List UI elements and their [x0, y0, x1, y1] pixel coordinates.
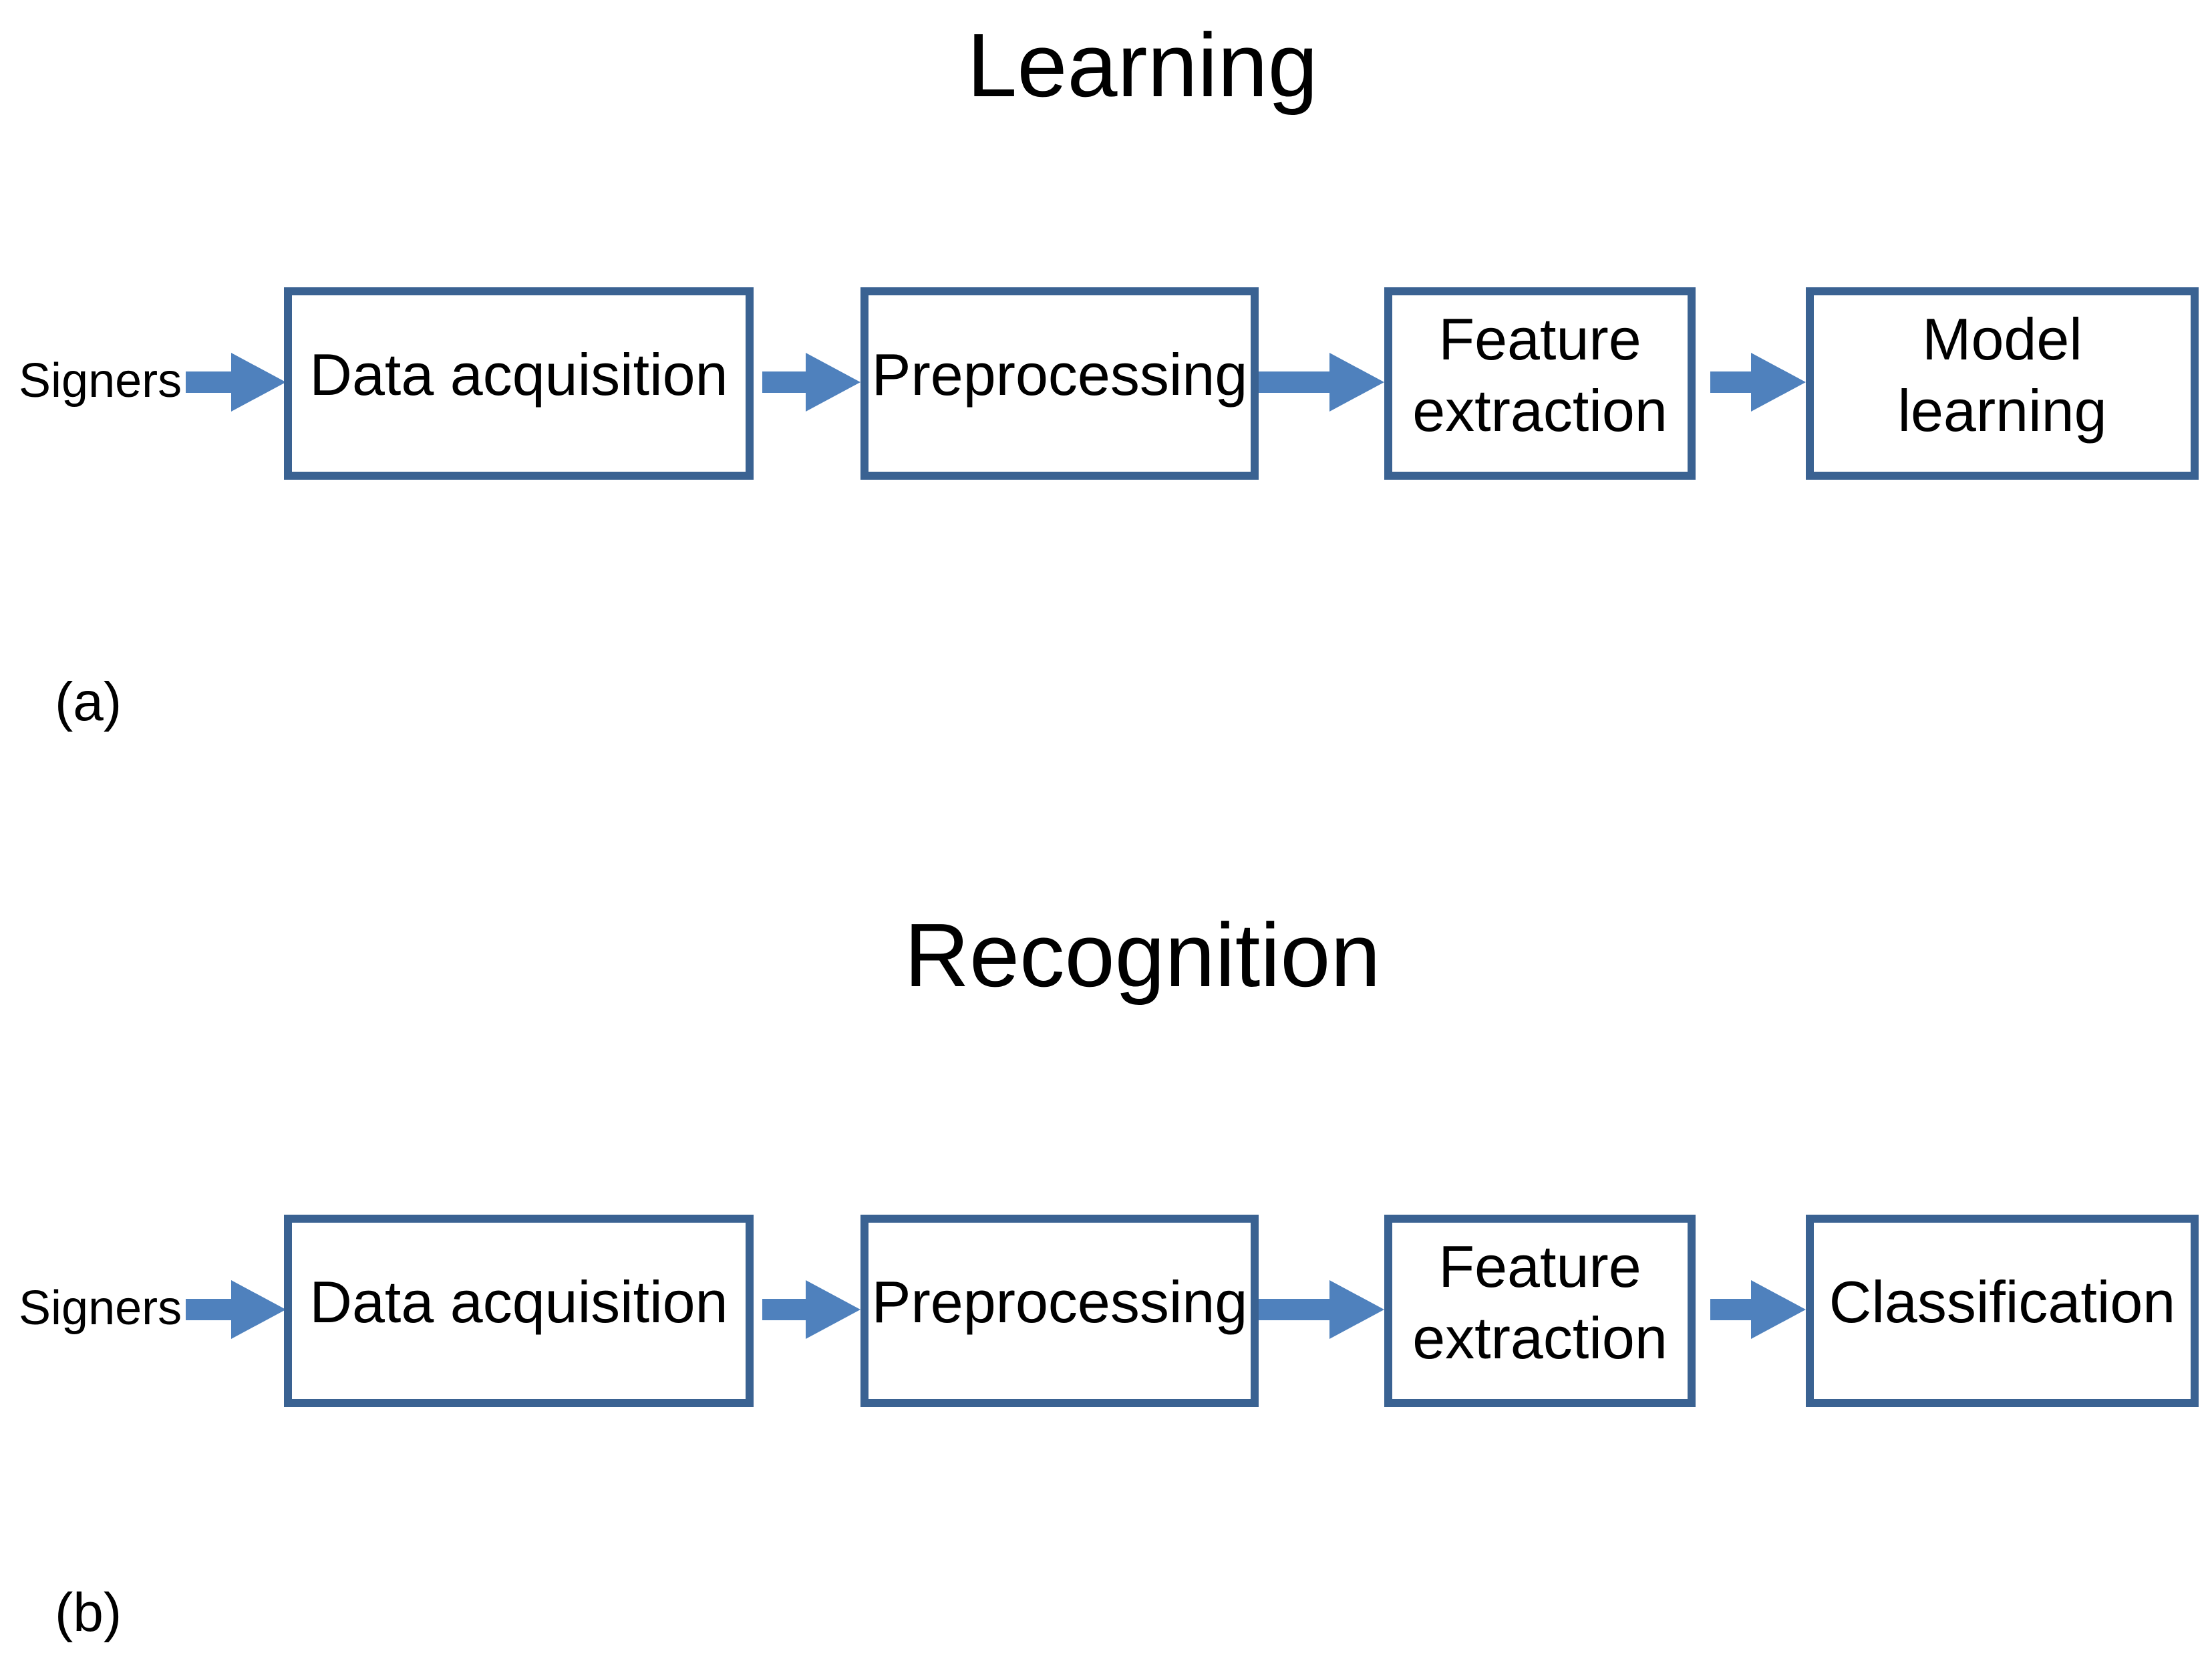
learning-box-model-learning: Model learning	[1806, 287, 2199, 480]
arrow-head-icon	[806, 353, 860, 412]
recognition-signers-label: Signers	[19, 1281, 182, 1335]
step-label: Feature extraction	[1412, 305, 1668, 444]
arrow-tail	[186, 1299, 235, 1320]
learning-signers-label: Signers	[19, 354, 182, 408]
step-label: Preprocessing	[871, 1269, 1248, 1336]
arrow-head-icon	[1751, 1280, 1806, 1339]
arrow-head-icon	[231, 353, 286, 412]
arrow-tail	[1710, 1299, 1755, 1320]
learning-box-data-acquisition: Data acquisition	[284, 287, 754, 480]
learning-arrow-to-model-learning	[1710, 353, 1806, 412]
learning-arrow-to-feature-extraction	[1259, 353, 1384, 412]
recognition-box-classification: Classification	[1806, 1215, 2199, 1407]
recognition-box-data-acquisition: Data acquisition	[284, 1215, 754, 1407]
arrow-head-icon	[806, 1280, 860, 1339]
step-label: Preprocessing	[871, 341, 1248, 408]
recognition-arrow-to-preprocessing	[762, 1280, 860, 1339]
step-label: Classification	[1829, 1269, 2176, 1336]
recognition-box-feature-extraction: Feature extraction	[1384, 1215, 1696, 1407]
arrow-head-icon	[1751, 353, 1806, 412]
caption-b: (b)	[55, 1582, 122, 1643]
learning-box-feature-extraction: Feature extraction	[1384, 287, 1696, 480]
learning-box-preprocessing: Preprocessing	[860, 287, 1259, 480]
step-label: Model learning	[1897, 305, 2107, 444]
arrow-tail	[762, 371, 810, 393]
arrow-tail	[1259, 1299, 1333, 1320]
arrow-tail	[186, 371, 235, 393]
step-label: Data acquisition	[309, 1269, 728, 1336]
recognition-arrow-signers-to-data-acquisition	[186, 1280, 286, 1339]
arrow-head-icon	[231, 1280, 286, 1339]
learning-title: Learning	[967, 15, 1318, 116]
arrow-tail	[1710, 371, 1755, 393]
recognition-arrow-to-classification	[1710, 1280, 1806, 1339]
learning-arrow-to-preprocessing	[762, 353, 860, 412]
arrow-head-icon	[1329, 353, 1384, 412]
recognition-box-preprocessing: Preprocessing	[860, 1215, 1259, 1407]
caption-a: (a)	[55, 671, 122, 732]
step-label: Data acquisition	[309, 341, 728, 408]
step-label: Feature extraction	[1412, 1233, 1668, 1371]
recognition-title: Recognition	[904, 905, 1381, 1006]
arrow-tail	[1259, 371, 1333, 393]
learning-arrow-signers-to-data-acquisition	[186, 353, 286, 412]
arrow-tail	[762, 1299, 810, 1320]
arrow-head-icon	[1329, 1280, 1384, 1339]
recognition-arrow-to-feature-extraction	[1259, 1280, 1384, 1339]
